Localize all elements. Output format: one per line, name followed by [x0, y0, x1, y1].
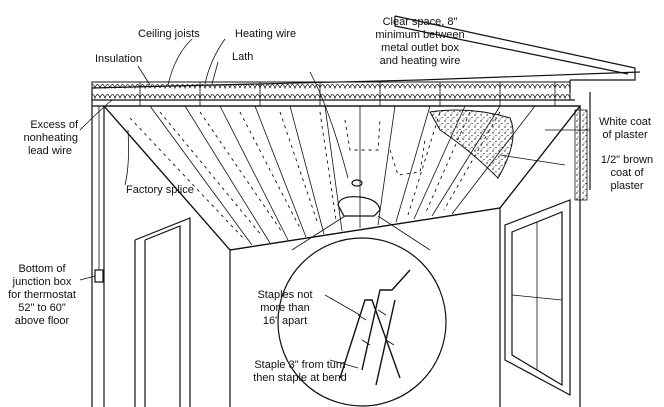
- leader-lines: [79, 38, 590, 369]
- text-labels: Ceiling joists Heating wire Insulation L…: [8, 16, 653, 384]
- far-wall: [229, 207, 501, 407]
- label-brown-coat-line: plaster: [610, 180, 643, 192]
- heating-wire-runs: [129, 111, 501, 241]
- label-junction-box-line: above floor: [15, 315, 70, 327]
- label-factory-splice: Factory splice: [126, 184, 194, 196]
- insulation-layer: [91, 81, 580, 107]
- label-junction-box-line: 52" to 60": [18, 302, 66, 314]
- label-brown-coat: 1/2" brown coat of plaster: [601, 154, 653, 192]
- window: [504, 199, 571, 397]
- label-staple-turn: Staple 3" from turn then staple at bend: [253, 359, 347, 384]
- label-staple-turn-line: Staple 3" from turn: [254, 359, 345, 371]
- label-brown-coat-line: 1/2" brown: [601, 154, 653, 166]
- right-wall: [499, 92, 591, 407]
- label-staples-apart-line: Staples not: [257, 289, 312, 301]
- label-insulation: Insulation: [95, 53, 142, 65]
- label-junction-box-line: junction box: [12, 276, 72, 288]
- label-staples-apart: Staples not more than 16" apart: [257, 289, 312, 327]
- label-heating-wire: Heating wire: [235, 28, 296, 40]
- left-wall: [91, 88, 231, 407]
- label-staple-turn-line: then staple at bend: [253, 372, 347, 384]
- label-staples-apart-line: more than: [260, 302, 310, 314]
- label-junction-box-line: Bottom of: [18, 263, 66, 275]
- label-clear-space-line: and heating wire: [380, 55, 461, 67]
- label-junction-box: Bottom of junction box for thermostat 52…: [8, 263, 76, 327]
- label-white-coat-line: of plaster: [602, 129, 648, 141]
- label-excess-lead-line: Excess of: [30, 119, 79, 131]
- label-clear-space-line: minimum between: [375, 29, 464, 41]
- door: [134, 217, 191, 407]
- label-lath: Lath: [232, 51, 253, 63]
- label-white-coat-line: White coat: [599, 116, 651, 128]
- plaster-cutaway: [429, 109, 514, 179]
- label-clear-space: Clear space, 8" minimum between metal ou…: [375, 16, 464, 67]
- ceiling-joists: [139, 82, 556, 106]
- label-white-coat: White coat of plaster: [599, 116, 651, 141]
- label-brown-coat-line: coat of: [610, 167, 644, 179]
- label-excess-lead-line: nonheating: [24, 132, 78, 144]
- lath-strips: [149, 105, 536, 246]
- label-clear-space-line: Clear space, 8": [383, 16, 458, 28]
- label-clear-space-line: metal outlet box: [381, 42, 459, 54]
- label-junction-box-line: for thermostat: [8, 289, 76, 301]
- detail-inset: [277, 215, 447, 407]
- outlet-box: [337, 179, 381, 217]
- label-excess-lead-line: lead wire: [28, 145, 72, 157]
- junction-box: [94, 106, 104, 283]
- label-staples-apart-line: 16" apart: [263, 315, 307, 327]
- label-excess-lead: Excess of nonheating lead wire: [24, 119, 79, 157]
- label-ceiling-joists: Ceiling joists: [138, 28, 200, 40]
